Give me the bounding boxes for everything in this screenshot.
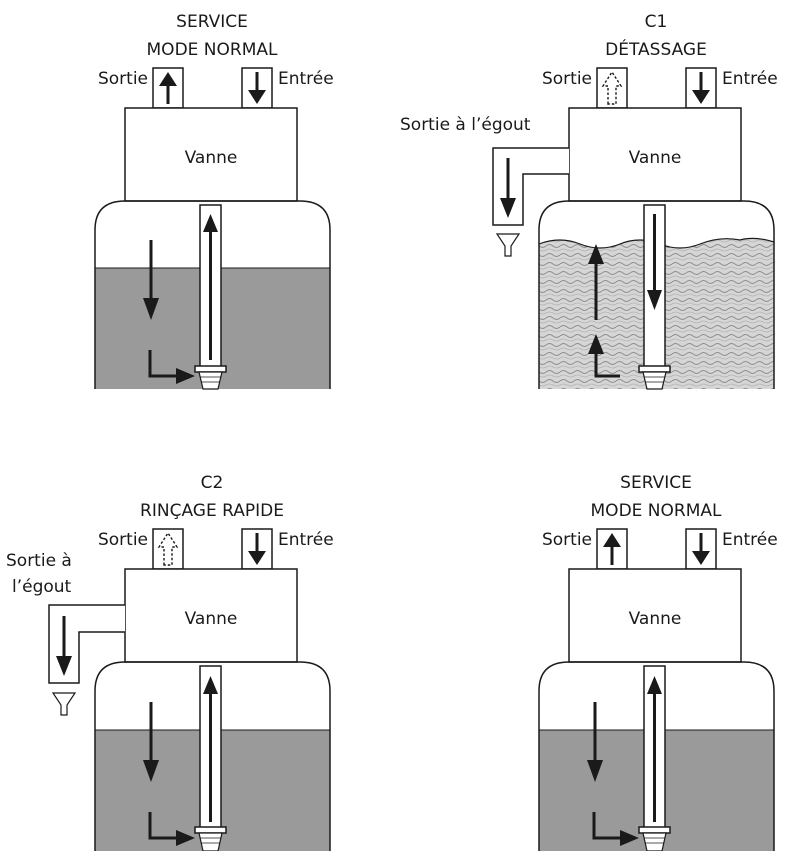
arrow-solid-icon (248, 72, 266, 104)
arrow-solid-icon (592, 812, 639, 846)
distributor-cap (638, 365, 671, 373)
arrow-solid-icon (148, 350, 195, 384)
panel-title-line1: SERVICE (176, 12, 248, 32)
tank-shell (94, 200, 331, 389)
valve-body (124, 107, 298, 202)
drain-label-line1: Sortie à (6, 551, 72, 571)
distributor-cap (194, 826, 227, 834)
drain-label-line2: l’égout (12, 577, 72, 597)
arrow-solid-icon (647, 676, 662, 822)
valve-label: Vanne (185, 148, 238, 168)
distributor-basket (198, 832, 223, 851)
inlet-label: Entrée (278, 69, 334, 89)
valve-label: Vanne (629, 609, 682, 629)
panel-service-bottom-right: SERVICE MODE NORMAL Sortie Entrée Vanne (538, 473, 778, 851)
panel-title-line1: C1 (645, 12, 668, 32)
tank-shell (94, 661, 331, 851)
arrow-solid-icon (159, 72, 177, 104)
distributor-cap (638, 826, 671, 834)
valve-label: Vanne (185, 609, 238, 629)
outlet-label: Sortie (98, 69, 148, 89)
valve-label: Vanne (629, 148, 682, 168)
panel-fast-rinse-bottom-left: C2 RINÇAGE RAPIDE Sortie Entrée Vanne So… (6, 473, 334, 851)
arrow-solid-icon (603, 533, 621, 565)
arrow-solid-icon (587, 702, 603, 782)
panel-service-top-left: SERVICE MODE NORMAL Sortie Entrée Vanne (94, 12, 334, 390)
arrow-solid-icon (588, 244, 604, 320)
arrow-solid-icon (588, 334, 620, 378)
tank-shell (538, 200, 775, 389)
tank-shell (538, 661, 775, 851)
panel-title-line2: MODE NORMAL (591, 501, 722, 521)
drain-pipe (48, 604, 125, 684)
funnel-icon (495, 233, 521, 257)
panel-backwash-top-right: C1 DÉTASSAGE Sortie Entrée Vanne Sortie … (400, 12, 778, 390)
outlet-label: Sortie (542, 530, 592, 550)
valve-body (568, 568, 742, 663)
inlet-label: Entrée (722, 69, 778, 89)
inlet-label: Entrée (278, 530, 334, 550)
distributor-cap (194, 365, 227, 373)
distributor-basket (642, 371, 667, 390)
arrow-solid-icon (203, 676, 218, 822)
arrow-solid-icon (203, 214, 218, 360)
distributor-basket (198, 371, 223, 390)
arrow-solid-icon (56, 616, 72, 676)
arrow-solid-icon (692, 72, 710, 104)
panel-title-line2: MODE NORMAL (147, 40, 278, 60)
arrow-dashed-icon (601, 70, 623, 105)
panel-title-line1: C2 (201, 473, 224, 493)
drain-label: Sortie à l’égout (400, 115, 531, 135)
panel-title-line1: SERVICE (620, 473, 692, 493)
arrow-dashed-icon (157, 531, 179, 566)
arrow-solid-icon (248, 533, 266, 565)
arrow-solid-icon (143, 702, 159, 782)
funnel-icon (51, 692, 77, 716)
outlet-label: Sortie (542, 69, 592, 89)
arrow-solid-icon (143, 240, 159, 320)
drain-pipe (492, 147, 569, 226)
panel-title-line2: DÉTASSAGE (605, 38, 707, 60)
arrow-solid-icon (692, 533, 710, 565)
panel-title-line2: RINÇAGE RAPIDE (140, 501, 284, 521)
arrow-solid-icon (647, 214, 662, 310)
arrow-solid-icon (500, 158, 516, 218)
inlet-label: Entrée (722, 530, 778, 550)
outlet-label: Sortie (98, 530, 148, 550)
arrow-solid-icon (148, 812, 195, 846)
valve-body (124, 568, 298, 663)
distributor-basket (642, 832, 667, 851)
